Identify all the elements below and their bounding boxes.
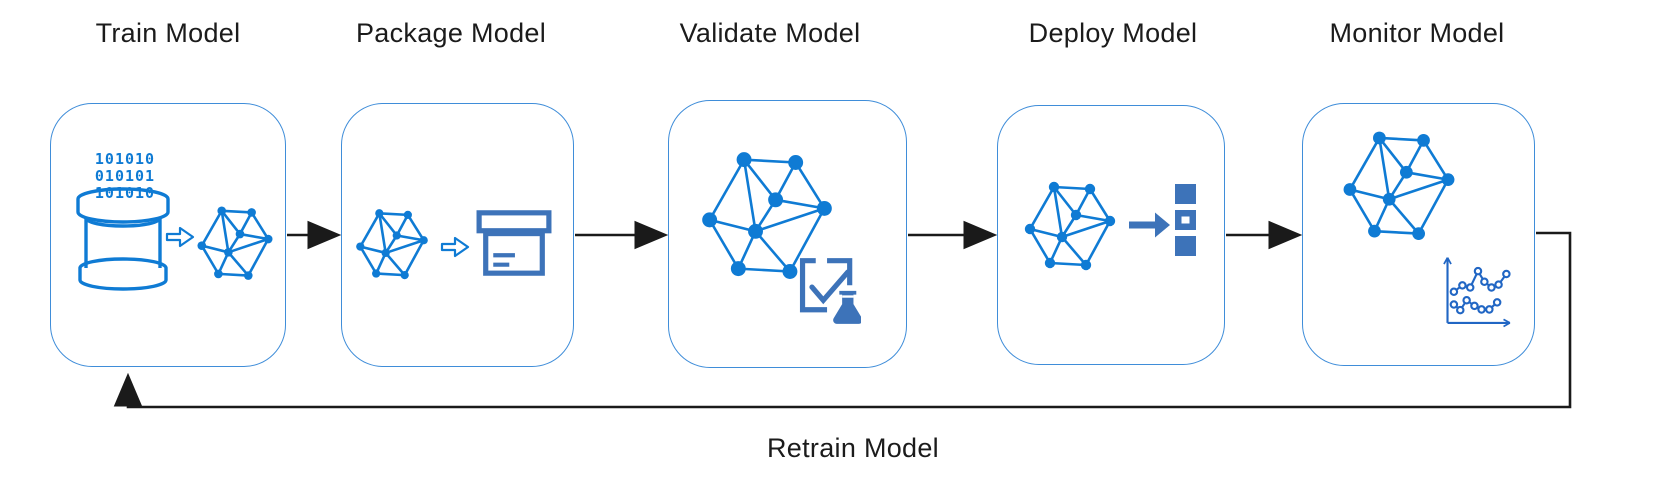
check-flask-icon	[795, 251, 861, 327]
flow-arrow-retrain-loop	[113, 231, 1572, 409]
retrain-label: Retrain Model	[767, 433, 939, 463]
stage-title-package: Package Model	[355, 18, 547, 48]
stage-title-validate: Validate Model	[679, 18, 861, 48]
metrics-chart-icon	[1439, 248, 1517, 334]
stage-box-package	[341, 103, 574, 367]
stage-box-monitor	[1302, 103, 1535, 366]
hollow-arrow-icon	[440, 236, 470, 258]
deployment-slots-icon	[1174, 183, 1197, 257]
binary-row: 101010	[95, 150, 155, 168]
stage-box-train: 101010 010101 101010	[50, 103, 286, 367]
database-icon: 101010 010101 101010	[73, 148, 173, 298]
package-box-icon	[476, 210, 552, 276]
binary-row: 010101	[95, 167, 155, 185]
stage-box-deploy	[997, 105, 1225, 365]
stage-title-train: Train Model	[95, 18, 241, 48]
deploy-arrow-icon	[1129, 210, 1171, 240]
hollow-arrow-icon	[165, 226, 195, 248]
stage-box-validate	[668, 100, 907, 368]
stage-title-deploy: Deploy Model	[1028, 18, 1198, 48]
stage-title-monitor: Monitor Model	[1329, 18, 1505, 48]
